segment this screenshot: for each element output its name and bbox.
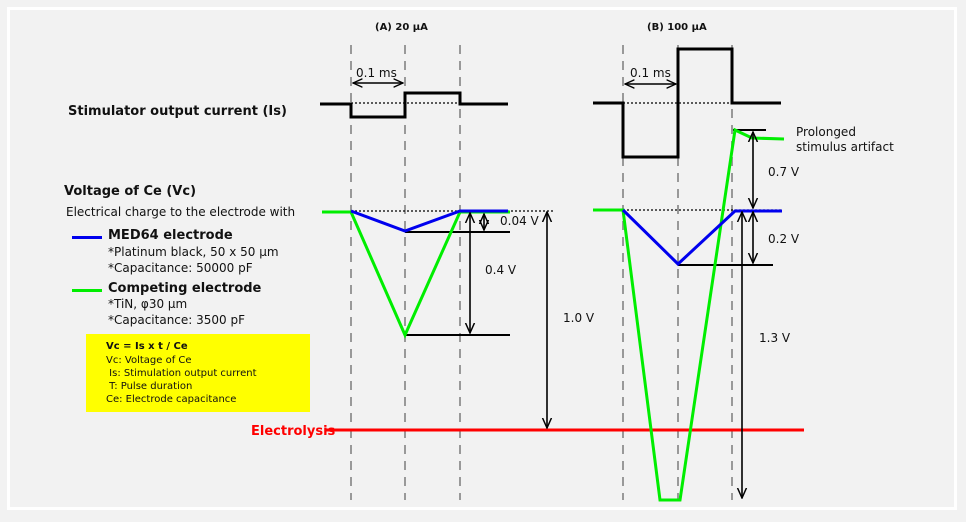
pulse-width-label-a: 0.1 ms (356, 66, 397, 80)
measure-b-total: 1.3 V (759, 331, 791, 345)
measure-b-artifact: 0.7 V (768, 165, 800, 179)
charge-description: Electrical charge to the electrode with (66, 205, 296, 219)
competing-legend-title: Competing electrode (108, 281, 262, 296)
competing-trace-b (593, 127, 785, 502)
formula-line: Vc: Voltage of Ce (106, 355, 192, 366)
med64-trace-a (350, 209, 508, 233)
measure-a-competing: 0.4 V (485, 263, 517, 277)
measure-a-electrolysis: 1.0 V (563, 311, 595, 325)
time-guides (350, 45, 733, 500)
prolonged-artifact-label-1: Prolonged (796, 125, 856, 139)
electrolysis-label: Electrolysis (251, 424, 336, 439)
formula-text: Vc = Is x t / Ce (106, 341, 188, 352)
voltage-title: Voltage of Ce (Vc) (64, 184, 197, 199)
formula-box: Vc = Is x t / Ce Vc: Voltage of Ce Is: S… (86, 334, 310, 412)
med64-legend-line1: *Platinum black, 50 x 50 μm (108, 245, 279, 259)
stimulator-current-label: Stimulator output current (Is) (68, 104, 287, 119)
competing-legend-swatch (72, 289, 102, 292)
current-pulse-b (593, 47, 781, 159)
med64-legend-title: MED64 electrode (108, 228, 233, 243)
med64-legend-swatch (72, 236, 102, 239)
competing-legend-line1: *TiN, φ30 μm (108, 297, 188, 311)
prolonged-artifact-label-2: stimulus artifact (796, 140, 894, 154)
med64-trace-b (621, 208, 782, 267)
panel-b-title: (B) 100 μA (647, 22, 707, 33)
measure-a-med64: 0.04 V (500, 214, 539, 228)
measure-b-med64: 0.2 V (768, 232, 800, 246)
med64-legend-line2: *Capacitance: 50000 pF (108, 261, 253, 275)
current-pulse-a (320, 91, 508, 119)
formula-line: Ce: Electrode capacitance (106, 394, 237, 405)
competing-legend-line2: *Capacitance: 3500 pF (108, 313, 246, 327)
formula-line: Is: Stimulation output current (106, 368, 257, 379)
pulse-width-label-b: 0.1 ms (630, 66, 671, 80)
formula-line: T: Pulse duration (106, 381, 193, 392)
diagram-frame (7, 7, 957, 510)
panel-a-title: (A) 20 μA (375, 22, 428, 33)
